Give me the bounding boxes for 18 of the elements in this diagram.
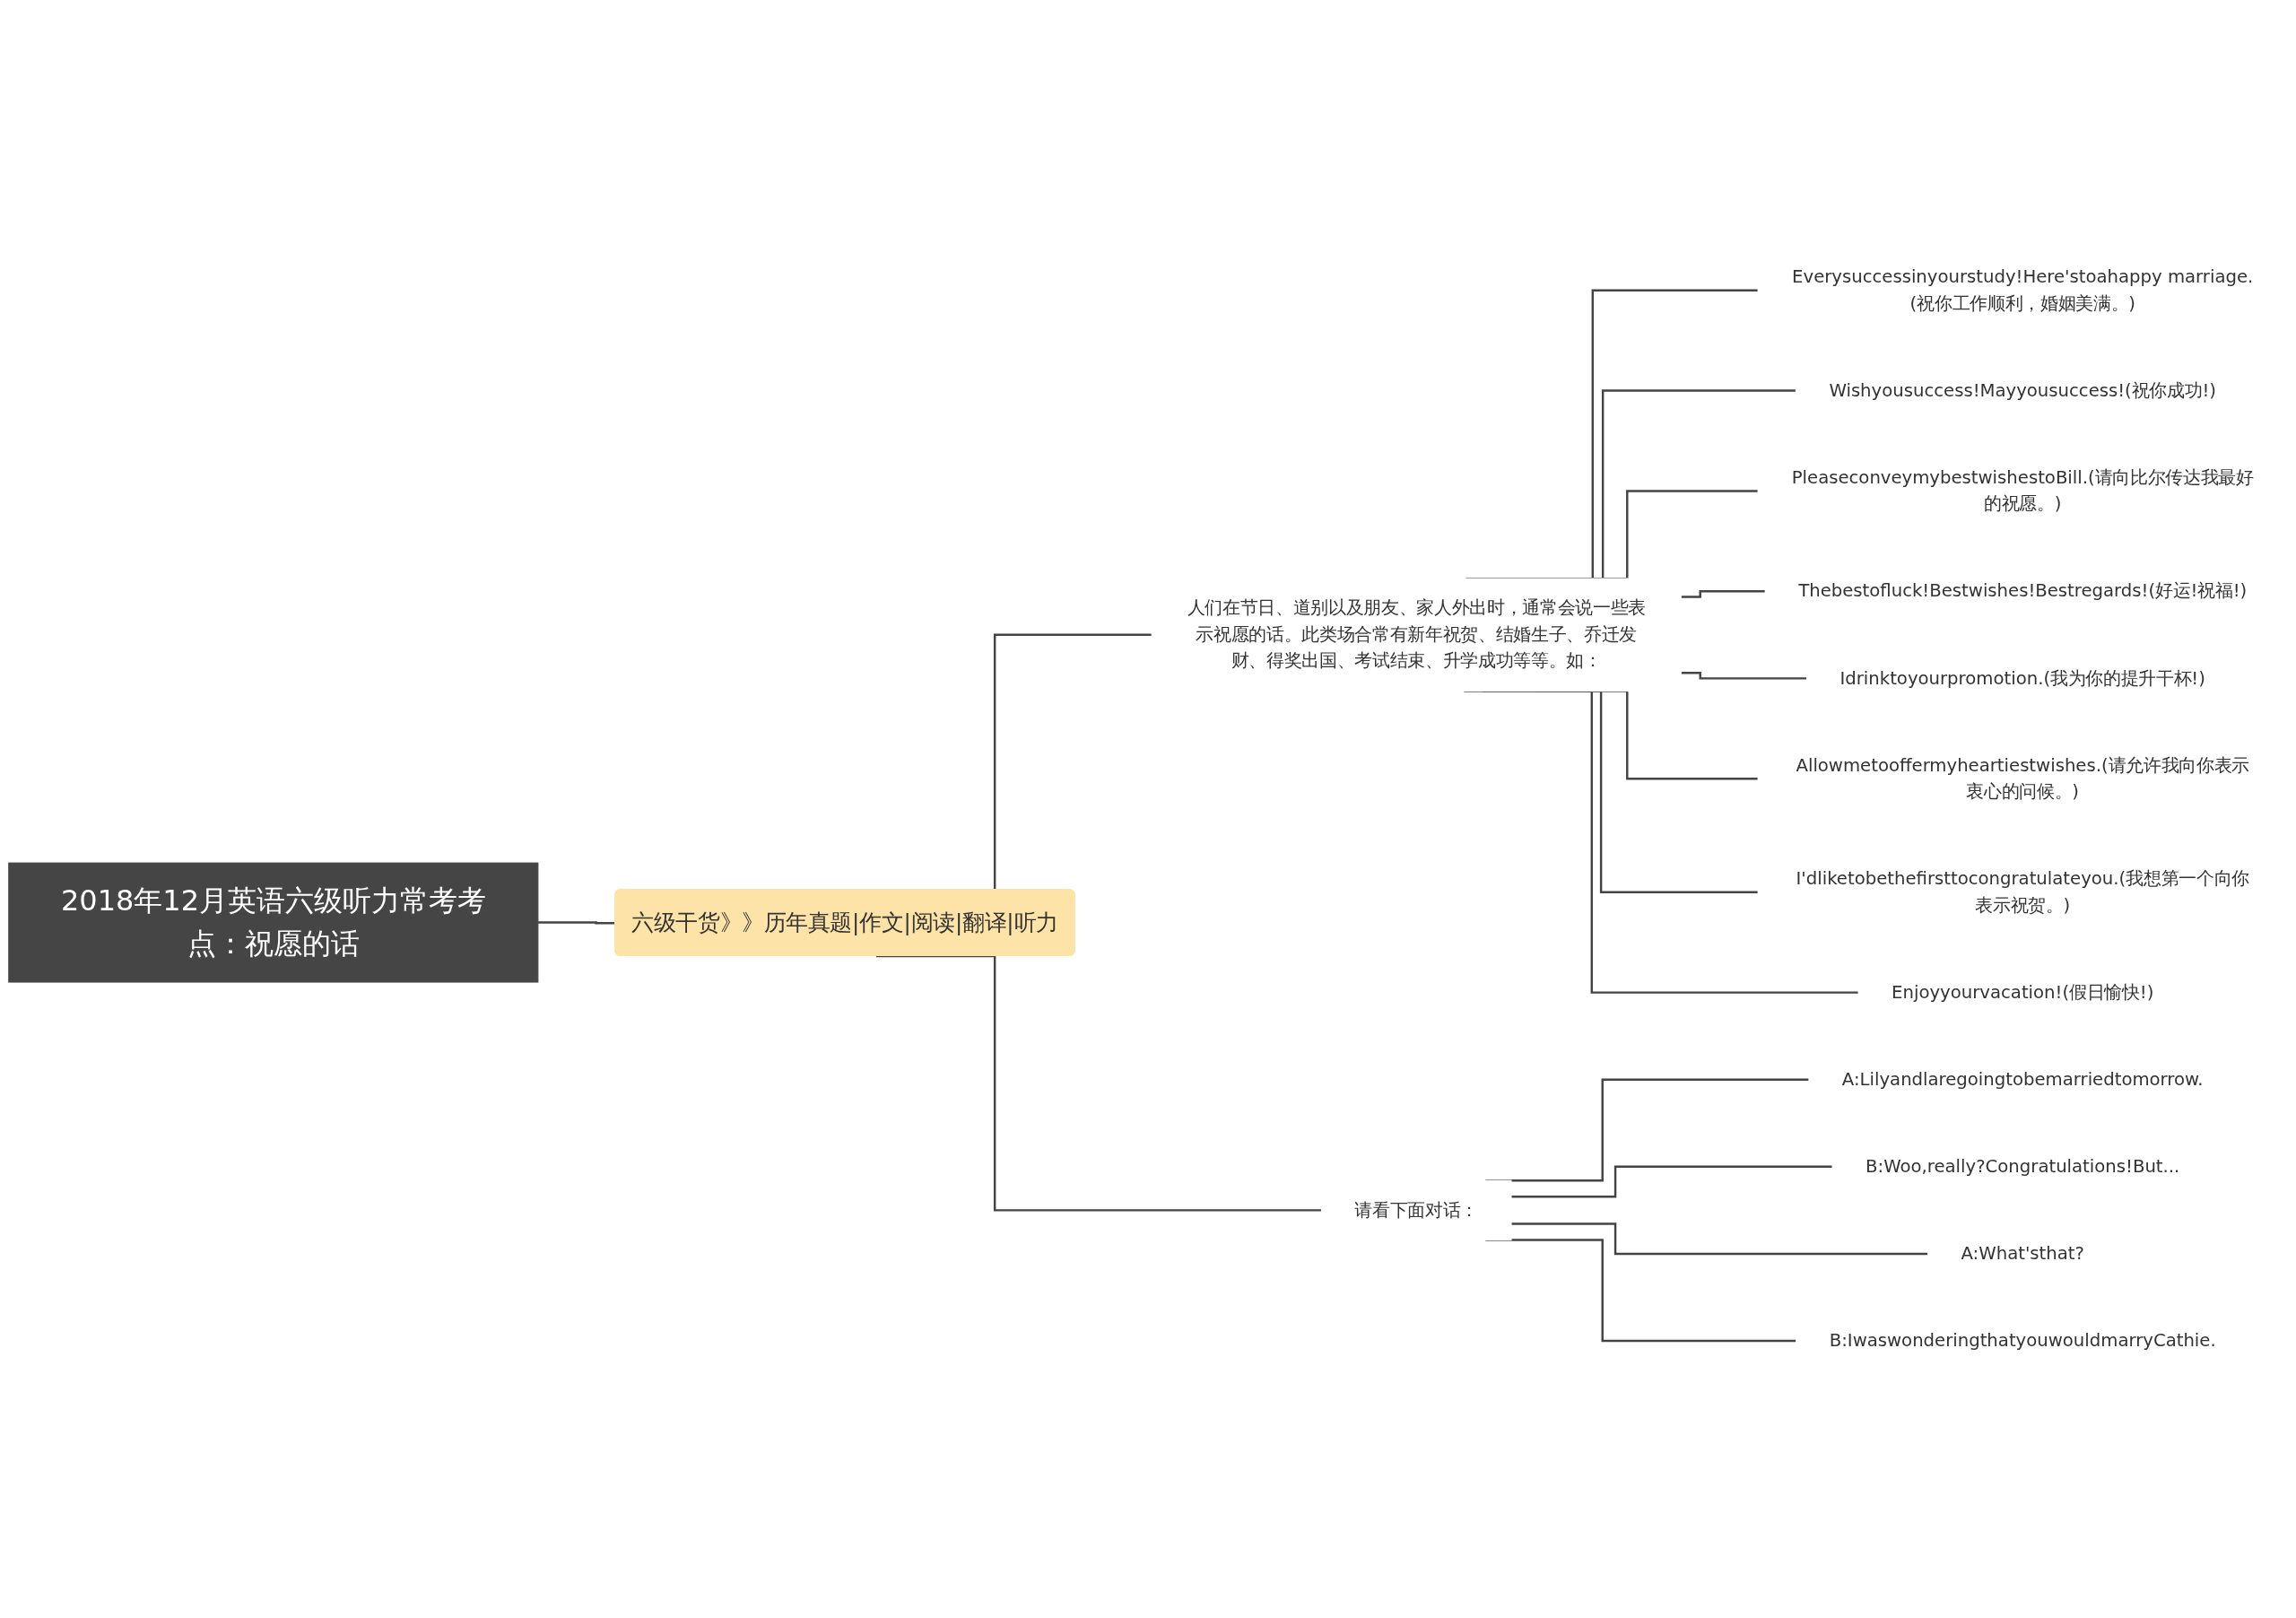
node-text: Thebestofluck!Bestwishes!Bestregards!(好运!祝福!) bbox=[1798, 579, 2248, 602]
node-text: PleaseconveymybestwishestoBill.(请向比尔传达我最好的祝愿。) bbox=[1791, 466, 2254, 515]
node-box: 2018年12月英语六级听力常考考点：祝愿的话 bbox=[8, 862, 539, 983]
node-text: Wishyousuccess!Mayyousuccess!(祝你成功!) bbox=[1829, 379, 2216, 401]
node-text: Idrinktoyourpromotion.(我为你的提升干杯!) bbox=[1839, 667, 2205, 689]
node-text: B:IwaswonderingthatyouwouldmarryCathie. bbox=[1829, 1329, 2216, 1352]
connector bbox=[1510, 1165, 1833, 1198]
node-text: Enjoyyourvacation!(假日愉快!) bbox=[1892, 981, 2154, 1003]
connector bbox=[876, 954, 1322, 1212]
node-text: A:Lilyandlaregoingtobemarriedtomorrow. bbox=[1841, 1068, 2204, 1090]
node-text: B:Woo,really?Congratulations!But... bbox=[1866, 1155, 2180, 1177]
connector bbox=[1510, 1222, 1928, 1256]
node-text: Everysuccessinyourstudy!Here'stoahappy marriage.(祝你工作顺利，婚姻美满。) bbox=[1792, 265, 2254, 314]
node-text: A:What'sthat? bbox=[1961, 1242, 2084, 1264]
connector bbox=[1681, 671, 1807, 680]
connector bbox=[1681, 590, 1766, 598]
node-text: I'dliketobethefirsttocongratulateyou.(我想第一个向你表示祝贺。) bbox=[1796, 867, 2249, 916]
node-text: Allowmetooffermyheartiestwishes.(请允许我向你表示衷心的问候。) bbox=[1796, 754, 2249, 803]
